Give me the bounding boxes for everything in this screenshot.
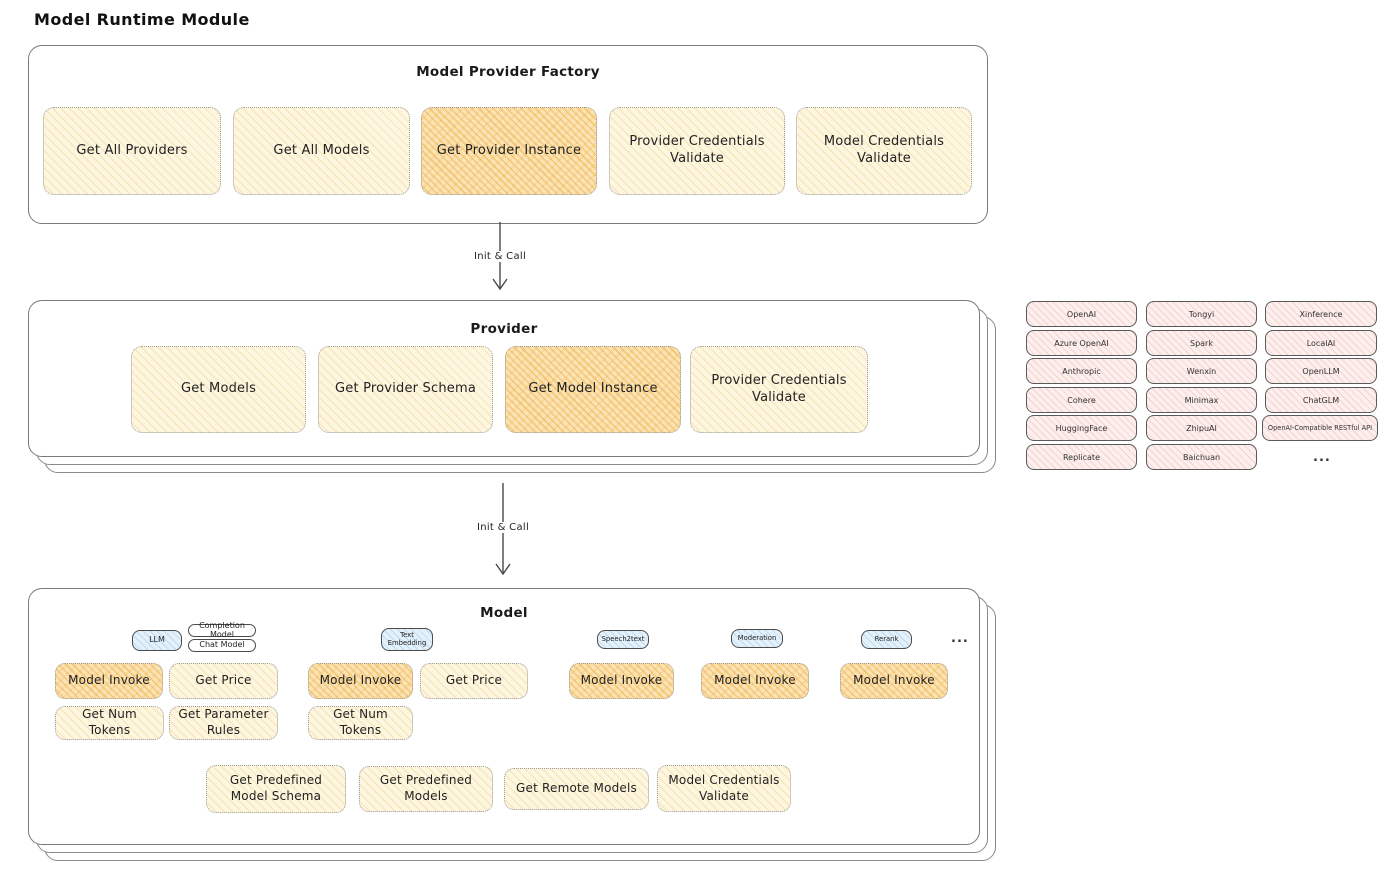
- node-get-model-instance: Get Model Instance: [505, 346, 681, 433]
- node-get-all-models: Get All Models: [233, 107, 410, 195]
- provider-pill-baichuan: Baichuan: [1146, 444, 1257, 470]
- provider-pill-anthropic: Anthropic: [1026, 358, 1137, 384]
- node-s2t-model-invoke: Model Invoke: [569, 663, 674, 699]
- factory-box: Model Provider Factory Get All Providers…: [28, 45, 988, 224]
- model-tabs-ellipsis: ...: [951, 631, 969, 646]
- node-llm-get-num-tokens: Get Num Tokens: [55, 706, 164, 740]
- node-get-all-providers: Get All Providers: [43, 107, 221, 195]
- node-llm-get-parameter-rules: Get Parameter Rules: [169, 706, 278, 740]
- provider-pill-zhipuai: ZhipuAI: [1146, 415, 1257, 441]
- tab-chat-model: Chat Model: [188, 639, 256, 652]
- page-title: Model Runtime Module: [34, 10, 250, 29]
- provider-pill-localai: LocalAI: [1265, 330, 1377, 356]
- node-te-model-invoke: Model Invoke: [308, 663, 413, 699]
- provider-pill-chatglm: ChatGLM: [1265, 387, 1377, 413]
- node-get-provider-instance: Get Provider Instance: [421, 107, 597, 195]
- provider-pill-xinference: Xinference: [1265, 301, 1377, 327]
- node-provider-credentials-validate: Provider Credentials Validate: [690, 346, 868, 433]
- provider-pill-tongyi: Tongyi: [1146, 301, 1257, 327]
- node-moderation-model-invoke: Model Invoke: [701, 663, 809, 699]
- node-llm-get-price: Get Price: [169, 663, 278, 699]
- tab-llm: LLM: [132, 630, 182, 651]
- node-get-models: Get Models: [131, 346, 306, 433]
- tab-speech2text: Speech2text: [597, 630, 649, 649]
- tab-text-embedding: Text Embedding: [381, 628, 433, 651]
- node-provider-credentials-validate-factory: Provider Credentials Validate: [609, 107, 785, 195]
- init-call-label-2: Init & Call: [472, 522, 534, 533]
- provider-pill-wenxin: Wenxin: [1146, 358, 1257, 384]
- node-rerank-model-invoke: Model Invoke: [840, 663, 948, 699]
- provider-pill-openai-compatible: OpenAI-Compatible RESTful API: [1262, 415, 1378, 441]
- node-llm-model-invoke: Model Invoke: [55, 663, 163, 699]
- node-get-predefined-model-schema: Get Predefined Model Schema: [206, 765, 346, 813]
- tab-completion-model: Completion Model: [188, 621, 256, 638]
- provider-pill-replicate: Replicate: [1026, 444, 1137, 470]
- model-title: Model: [480, 605, 528, 621]
- tab-rerank: Rerank: [861, 630, 912, 649]
- init-call-label-1: Init & Call: [469, 251, 531, 262]
- model-box: Model LLM Completion Model Chat Model Te…: [28, 588, 980, 845]
- init-call-arrow-2: [495, 483, 511, 576]
- providers-ellipsis: ...: [1313, 450, 1331, 465]
- node-get-remote-models: Get Remote Models: [504, 768, 649, 810]
- node-get-predefined-models: Get Predefined Models: [359, 766, 493, 812]
- tab-moderation: Moderation: [731, 629, 783, 648]
- node-model-credentials-validate: Model Credentials Validate: [657, 765, 791, 812]
- provider-pill-minimax: Minimax: [1146, 387, 1257, 413]
- provider-title: Provider: [470, 321, 538, 337]
- provider-pill-openllm: OpenLLM: [1265, 358, 1377, 384]
- provider-pill-openai: OpenAI: [1026, 301, 1137, 327]
- provider-pill-huggingface: HuggingFace: [1026, 415, 1137, 441]
- factory-title: Model Provider Factory: [416, 64, 600, 80]
- node-model-credentials-validate-factory: Model Credentials Validate: [796, 107, 972, 195]
- provider-pill-cohere: Cohere: [1026, 387, 1137, 413]
- provider-box: Provider Get Models Get Provider Schema …: [28, 300, 980, 457]
- provider-pill-spark: Spark: [1146, 330, 1257, 356]
- provider-pill-azure-openai: Azure OpenAI: [1026, 330, 1137, 356]
- node-te-get-price: Get Price: [420, 663, 528, 699]
- node-get-provider-schema: Get Provider Schema: [318, 346, 493, 433]
- node-te-get-num-tokens: Get Num Tokens: [308, 706, 413, 740]
